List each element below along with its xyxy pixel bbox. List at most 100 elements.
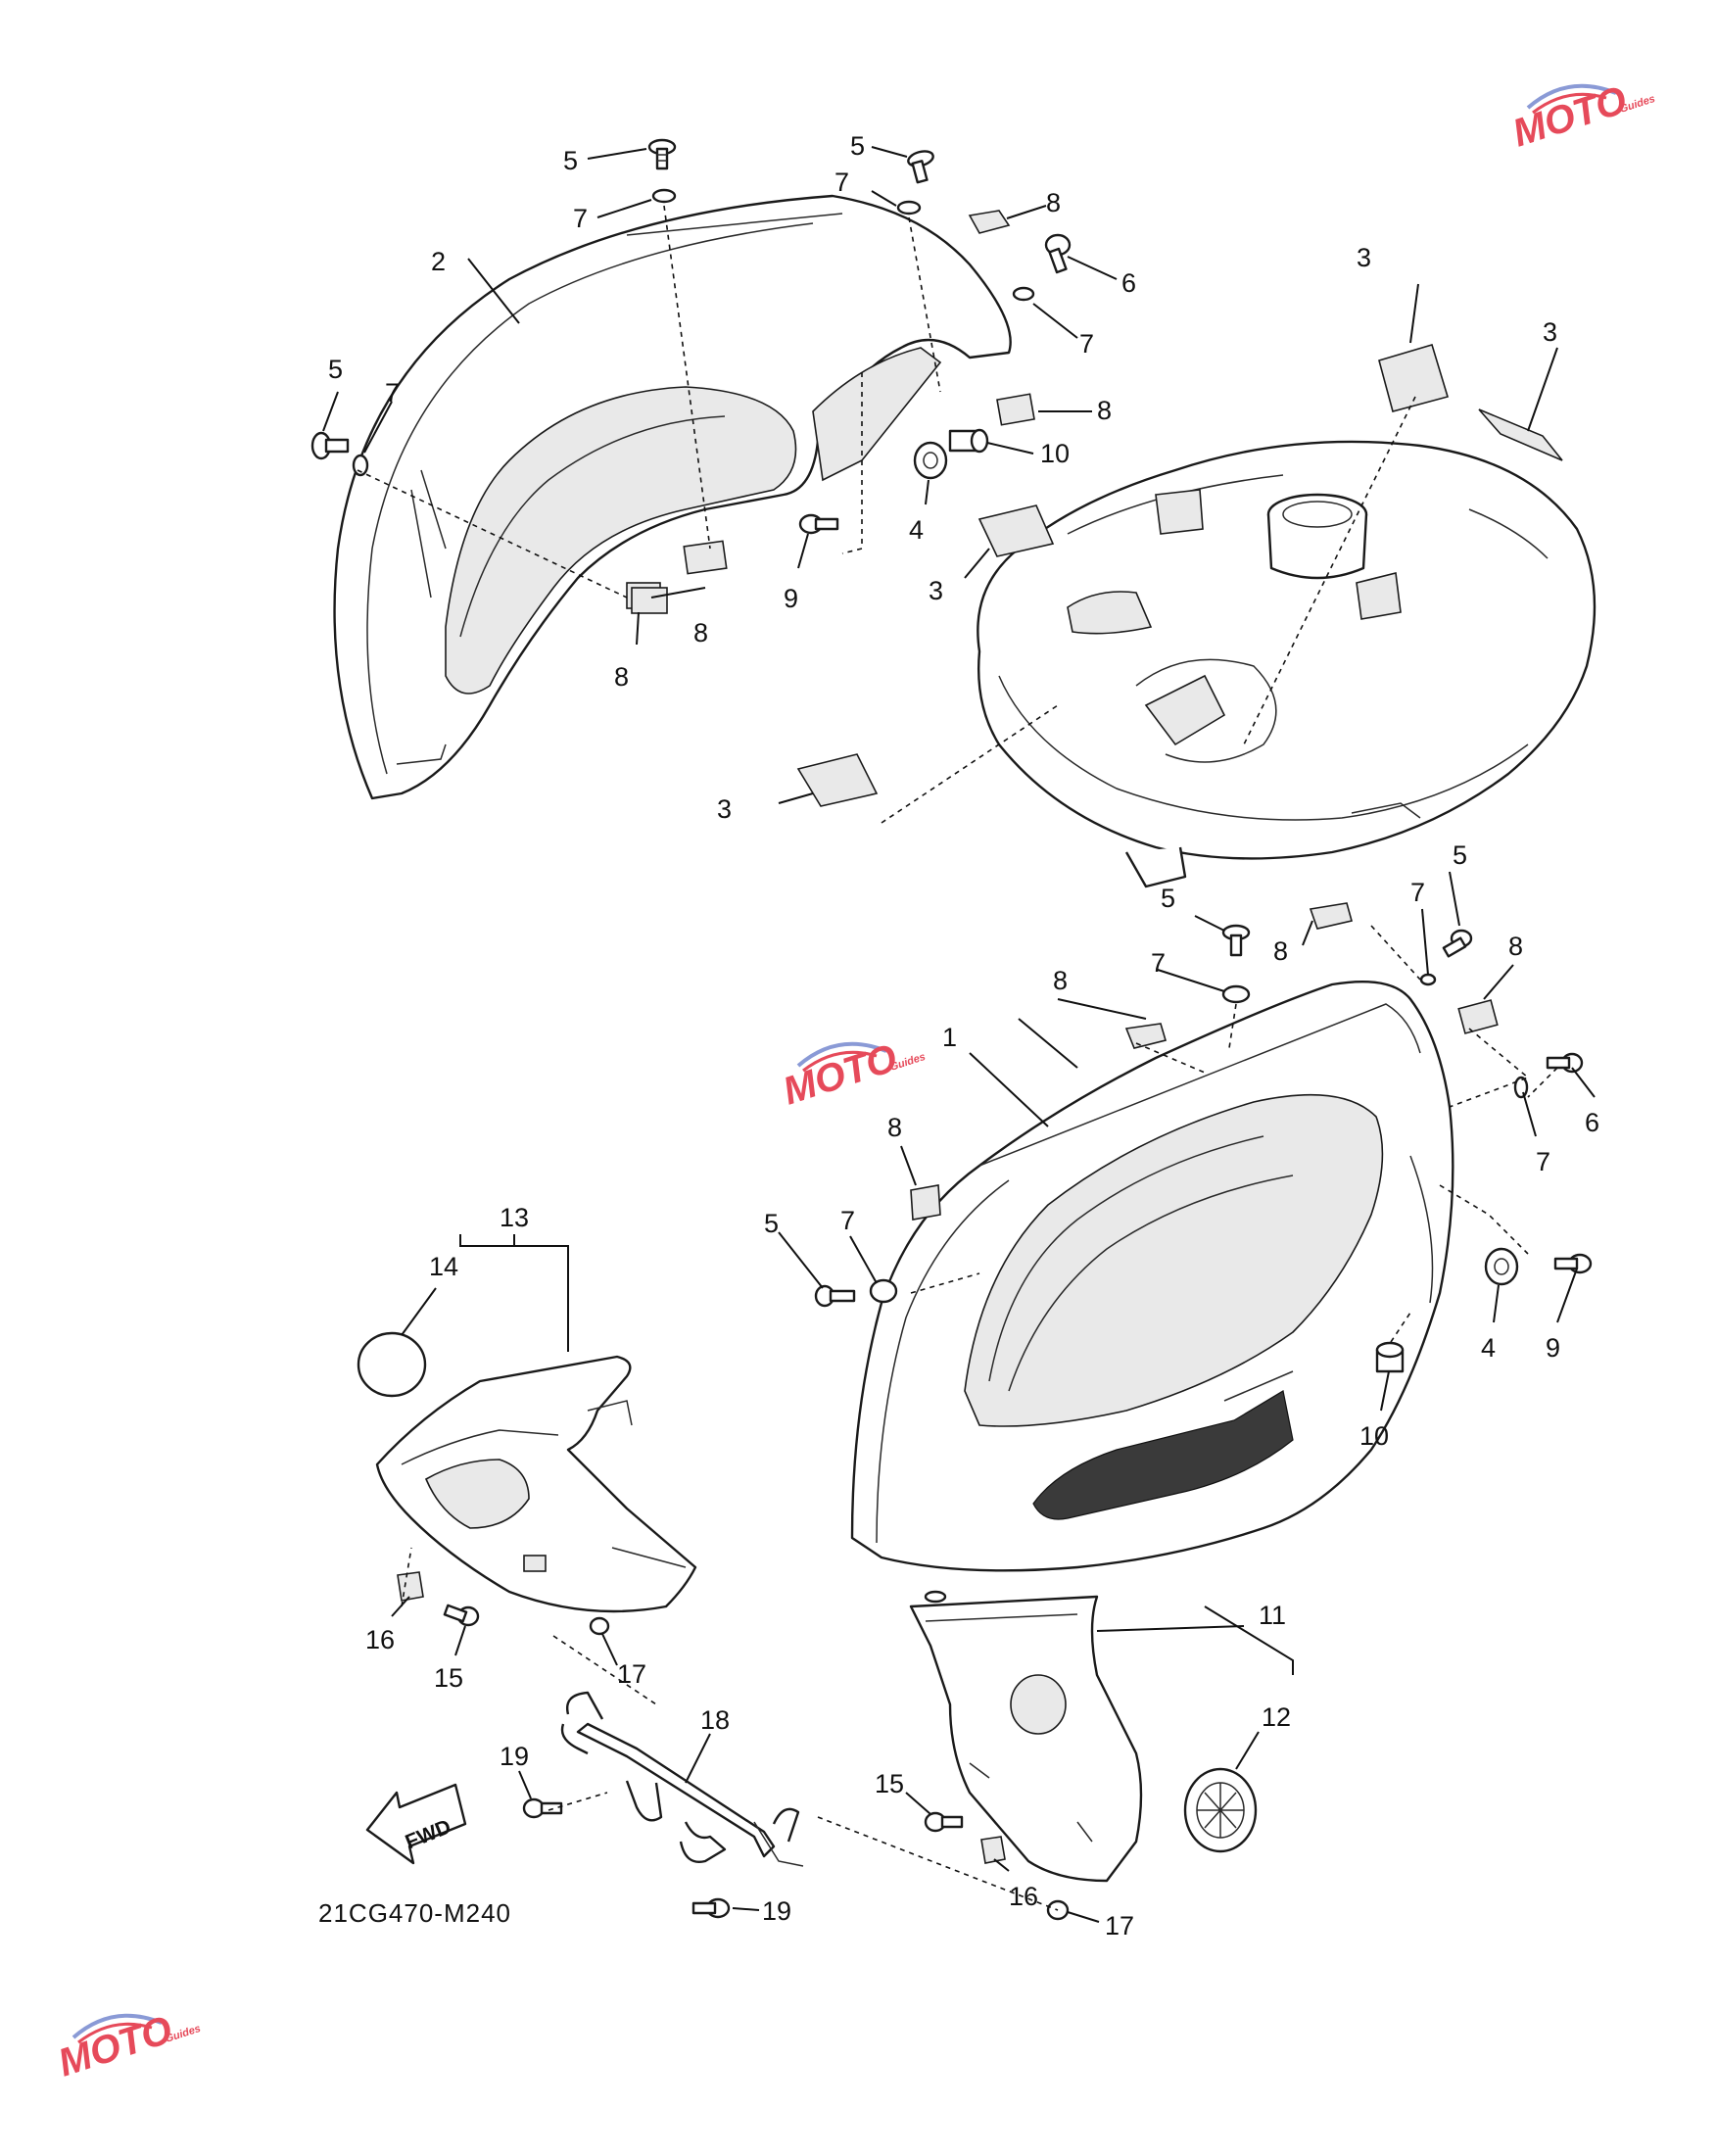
callout-11: 11 [1259, 1601, 1286, 1630]
callout-17: 17 [1105, 1911, 1134, 1940]
callout-5: 5 [1453, 840, 1467, 870]
screw-15-left [443, 1604, 480, 1627]
right-tank-cover-part-1 [850, 980, 1454, 1572]
callout-4: 4 [909, 515, 924, 545]
callout-19: 19 [500, 1742, 529, 1771]
bolt-9-mid [1553, 1253, 1593, 1274]
callout-6: 6 [1121, 268, 1136, 298]
callout-7: 7 [1536, 1147, 1550, 1176]
callout-7: 7 [1410, 878, 1425, 907]
callout-16: 16 [365, 1625, 395, 1654]
svg-text:MOTO: MOTO [778, 1036, 902, 1114]
screw-5-left [310, 431, 350, 460]
callout-16: 16 [1009, 1882, 1038, 1911]
callout-3: 3 [717, 794, 732, 824]
watermark-logo-bottom-left: MOTO Guides [53, 2008, 202, 2085]
callout-9: 9 [784, 584, 798, 613]
screw-5-top-left [647, 138, 677, 170]
washer-7-left [352, 454, 369, 477]
callout-19: 19 [762, 1896, 791, 1926]
pad-3-c [977, 504, 1055, 557]
installation-dashed-lines [357, 205, 1558, 1911]
nut-17-left [589, 1616, 610, 1636]
grommet-4-mid [1484, 1247, 1519, 1286]
callout-7: 7 [1151, 948, 1166, 978]
left-air-scoop-part-13 [375, 1355, 697, 1613]
emblem-12 [1183, 1767, 1258, 1853]
callout-labels: 2 5 7 5 7 8 6 7 8 10 4 9 5 7 8 8 3 3 3 3… [328, 131, 1599, 1940]
collar-10-mid [1375, 1341, 1405, 1373]
callout-5: 5 [850, 131, 865, 161]
screw-5-mid-right [1442, 929, 1473, 958]
callout-5: 5 [1161, 884, 1175, 913]
drawing-code: 21CG470-M240 [318, 1898, 511, 1928]
right-air-scoop-part-11 [909, 1590, 1143, 1883]
callout-8: 8 [1046, 188, 1061, 217]
callout-14: 14 [429, 1252, 458, 1281]
callout-6: 6 [1585, 1108, 1599, 1137]
callout-8: 8 [693, 618, 708, 647]
callout-8: 8 [614, 662, 629, 692]
watermark-logo-middle: MOTO Guides [778, 1036, 927, 1114]
clip-8-mid-top [1309, 902, 1353, 930]
emblem-14 [357, 1331, 427, 1398]
clip-8-far-right [1457, 999, 1499, 1034]
pad-3-a [1378, 344, 1450, 412]
leader-lines [322, 146, 1596, 1923]
callout-12: 12 [1262, 1702, 1291, 1732]
collar-10-top [948, 428, 989, 454]
callout-10: 10 [1040, 439, 1070, 468]
callout-7: 7 [573, 204, 588, 233]
callout-7: 7 [385, 378, 400, 407]
callout-18: 18 [700, 1705, 730, 1735]
clip-16-left [397, 1571, 424, 1602]
bolt-9-top [798, 513, 839, 535]
washer-7-mid-lower [1513, 1076, 1529, 1099]
screw-5-mid-left [814, 1284, 856, 1308]
grommet-4-top [913, 441, 948, 480]
clip-8-left [631, 587, 668, 614]
callout-2: 2 [431, 247, 446, 276]
washer-7-right [1012, 286, 1035, 302]
bracket-18 [560, 1691, 804, 1867]
svg-text:MOTO: MOTO [1507, 78, 1632, 156]
callout-5: 5 [328, 355, 343, 384]
callout-7: 7 [1079, 329, 1094, 359]
forward-direction-arrow: FWD [365, 1783, 467, 1865]
screw-5-top-middle [907, 150, 934, 184]
clip-8-mid-lower [910, 1184, 941, 1221]
clip-8-mid-left [1124, 1023, 1168, 1049]
bolt-19-lower [691, 1897, 731, 1919]
callout-7: 7 [834, 168, 849, 197]
clip-8-top [968, 210, 1011, 234]
callout-17: 17 [617, 1659, 646, 1689]
svg-text:MOTO: MOTO [53, 2008, 177, 2085]
bolt-19-upper [522, 1797, 563, 1819]
washer-7-top-left [651, 188, 677, 204]
callout-8: 8 [1273, 936, 1288, 966]
callout-8: 8 [1508, 932, 1523, 961]
screw-15-right [924, 1811, 964, 1833]
callout-4: 4 [1481, 1333, 1496, 1363]
callout-3: 3 [1543, 317, 1557, 347]
bolt-6-top [1044, 233, 1072, 274]
callout-10: 10 [1359, 1421, 1389, 1451]
callout-3: 3 [929, 576, 943, 605]
pad-3-b [1478, 408, 1563, 461]
fuel-tank [977, 440, 1597, 888]
washer-7-mid-top [1221, 984, 1251, 1004]
clip-16-right [980, 1836, 1006, 1864]
screw-5-mid-top [1221, 924, 1251, 957]
pad-3-d [796, 753, 879, 807]
callout-3: 3 [1357, 243, 1371, 272]
callout-13: 13 [500, 1203, 529, 1232]
washer-7-mid-right [1419, 973, 1437, 986]
callout-7: 7 [840, 1206, 855, 1235]
clip-8-right [996, 393, 1035, 426]
callout-8: 8 [1053, 966, 1068, 995]
callout-5: 5 [764, 1209, 779, 1238]
bolt-6-mid [1546, 1052, 1584, 1074]
left-tank-cover-part-2 [333, 194, 1012, 800]
callout-8: 8 [1097, 396, 1112, 425]
watermark-logo-top-right: MOTO Guides [1507, 78, 1656, 156]
